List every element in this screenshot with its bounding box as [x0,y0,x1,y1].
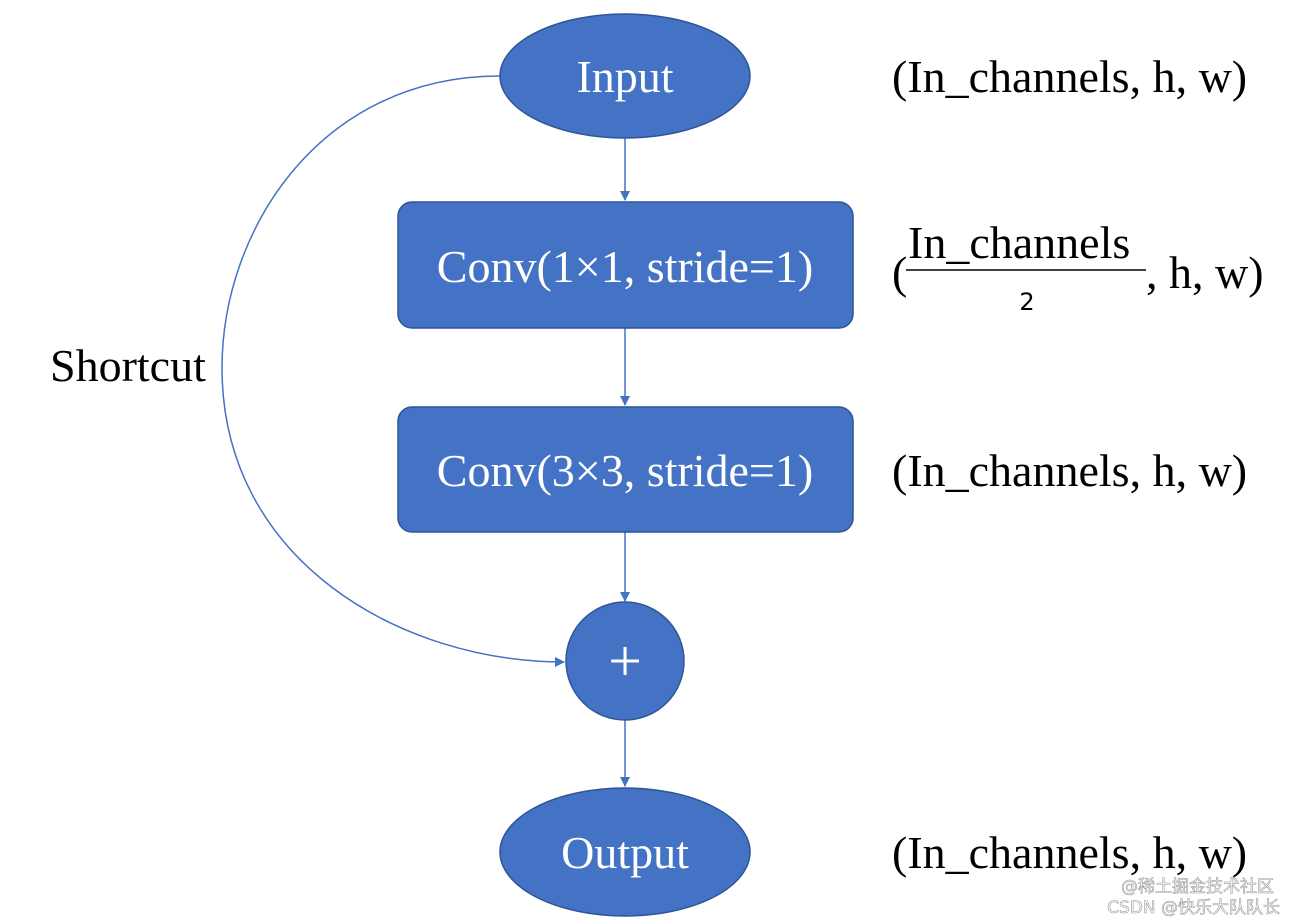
watermark-line2: CSDN @快乐大队队长 [1107,898,1280,918]
output-node: Output [499,787,751,917]
input-label: Input [576,51,673,102]
conv1-shape-denominator: 2 [1019,288,1034,316]
add-node: + [565,601,685,721]
output-ellipse [499,787,751,917]
plus-icon: + [608,628,642,694]
conv1-node: Conv(1×1, stride=1) [397,201,854,329]
conv1-shape-open: ( [892,247,907,298]
conv1-shape-label: ( In_channels 2 , h, w) [892,217,1264,316]
conv1-label: Conv(1×1, stride=1) [437,241,813,292]
watermark-line1: @稀土掘金技术社区 [1121,877,1274,897]
input-ellipse [499,13,751,139]
add-circle [565,601,685,721]
output-label: Output [561,827,689,878]
conv2-shape-label: (In_channels, h, w) [892,445,1247,496]
conv2-node: Conv(3×3, stride=1) [397,406,854,533]
input-node: Input [499,13,751,139]
output-shape-label: (In_channels, h, w) [892,827,1247,878]
input-shape-label: (In_channels, h, w) [892,51,1247,102]
conv2-box [397,406,854,533]
conv1-shape-rest: , h, w) [1146,247,1264,298]
shortcut-label: Shortcut [50,340,206,391]
conv1-shape-numerator: In_channels [908,217,1130,268]
shortcut-connection [221,75,565,667]
conv2-label: Conv(3×3, stride=1) [437,445,813,496]
conv1-box [397,201,854,329]
